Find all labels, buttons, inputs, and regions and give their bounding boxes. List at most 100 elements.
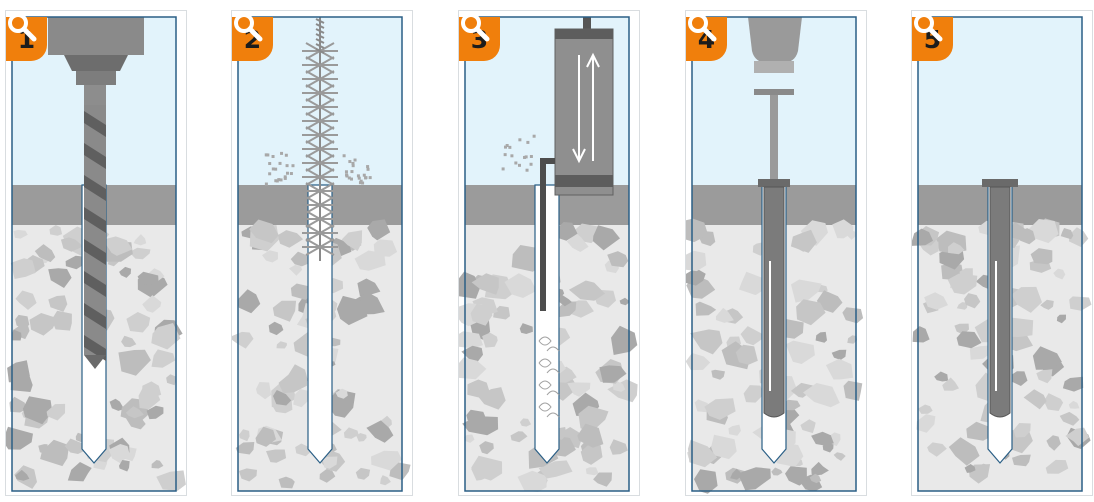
- magnifier-handle: [247, 26, 263, 42]
- magnifier-icon[interactable]: [912, 11, 944, 43]
- stone: [557, 295, 572, 307]
- dust-particle: [357, 176, 361, 180]
- dust-particle: [279, 178, 283, 182]
- stone: [156, 470, 186, 491]
- pump-bottom-cap: [555, 175, 613, 187]
- brush-bristles: [302, 196, 338, 214]
- stone: [831, 349, 847, 360]
- stone: [743, 385, 764, 403]
- drill-tip: [84, 355, 106, 369]
- air-swirl: [538, 336, 560, 352]
- drill-hole: [534, 184, 560, 464]
- magnifier-icon[interactable]: [232, 11, 264, 43]
- magnifier-icon[interactable]: [6, 11, 38, 43]
- stone: [262, 250, 278, 263]
- stone: [969, 345, 989, 360]
- magnifier-icon[interactable]: [459, 11, 491, 43]
- brush-bristles: [302, 98, 338, 116]
- dust-particle: [283, 175, 287, 179]
- stone: [1065, 427, 1090, 447]
- stone: [1069, 227, 1089, 247]
- stone: [343, 427, 359, 439]
- magnifier-icon[interactable]: [686, 11, 718, 43]
- stone: [843, 380, 863, 401]
- dust-particle: [264, 182, 268, 186]
- step-illustration: [459, 16, 638, 492]
- pin-head: [754, 89, 794, 95]
- drill-flute: [84, 271, 106, 297]
- stone: [735, 344, 758, 365]
- stone: [695, 301, 717, 316]
- anchor-collar: [758, 179, 790, 187]
- stone: [272, 300, 297, 322]
- stone: [519, 418, 532, 427]
- brush-bristles: [302, 140, 338, 158]
- stone: [1036, 369, 1053, 384]
- down-arrow: [572, 55, 586, 164]
- stone: [599, 365, 627, 383]
- stone: [293, 389, 310, 408]
- stone: [138, 388, 161, 410]
- step-card-1: 1: [5, 10, 187, 496]
- stone: [728, 424, 741, 436]
- up-arrow: [586, 52, 600, 161]
- stone: [538, 460, 573, 479]
- stone: [389, 461, 411, 481]
- stone: [49, 225, 63, 236]
- stone: [592, 225, 620, 251]
- dust-particle: [505, 143, 509, 147]
- stone: [715, 307, 734, 323]
- stone: [934, 371, 949, 382]
- brush-bristles: [302, 70, 338, 88]
- stone: [916, 414, 936, 433]
- stone: [119, 266, 132, 278]
- stone: [151, 323, 181, 350]
- stone: [791, 279, 822, 303]
- stone: [1040, 299, 1054, 310]
- stone: [249, 219, 279, 244]
- stone: [1068, 400, 1080, 409]
- stone: [166, 374, 177, 386]
- dust-particle: [364, 176, 368, 180]
- brush-bristles: [302, 56, 338, 74]
- step-illustration: [686, 16, 864, 494]
- stone: [459, 357, 487, 380]
- stone: [355, 467, 371, 480]
- stone: [694, 399, 708, 413]
- stone: [9, 396, 28, 413]
- stone: [276, 341, 287, 349]
- stone: [1023, 389, 1047, 410]
- drill-flute: [84, 175, 106, 201]
- brush-bristles: [302, 126, 338, 144]
- stone: [566, 233, 589, 252]
- dust-particle: [289, 172, 293, 176]
- stone: [1013, 423, 1031, 438]
- brush-bristles: [302, 168, 338, 186]
- dust-particle: [344, 170, 348, 174]
- stone: [711, 369, 725, 380]
- stone: [609, 439, 628, 455]
- stone: [927, 442, 947, 457]
- stone: [67, 462, 92, 482]
- stone: [977, 463, 989, 471]
- stone: [15, 290, 37, 310]
- brush-twist: [315, 23, 325, 29]
- stone: [504, 273, 537, 298]
- air-swirl: [538, 358, 560, 374]
- dust-particle: [274, 179, 278, 183]
- dust-particle: [517, 163, 521, 167]
- stone: [266, 449, 287, 463]
- brush-twist: [315, 33, 325, 39]
- stone: [10, 258, 36, 279]
- brush-twist: [315, 28, 325, 34]
- stone: [1045, 459, 1069, 474]
- stone: [129, 247, 151, 260]
- dust-particle: [368, 176, 372, 180]
- stone: [833, 452, 846, 461]
- stone: [46, 403, 66, 421]
- stone: [612, 380, 626, 392]
- stone: [273, 390, 292, 406]
- dust-particle: [348, 160, 352, 164]
- step-card-5: 5: [911, 10, 1093, 496]
- stone: [461, 345, 483, 364]
